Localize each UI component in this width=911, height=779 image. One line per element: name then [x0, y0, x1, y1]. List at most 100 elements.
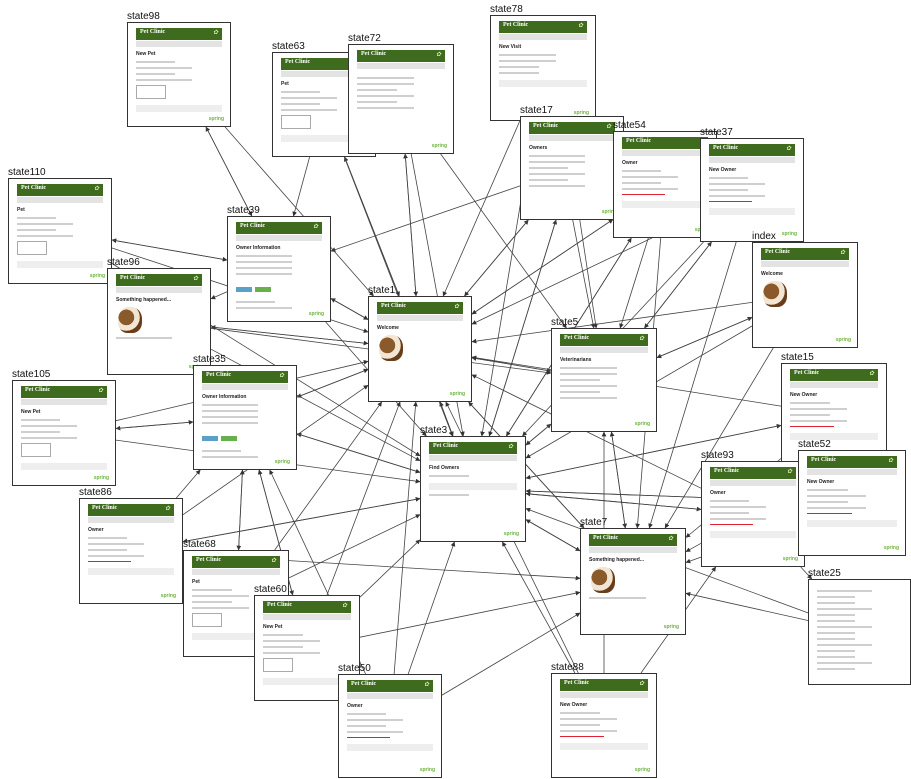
nav-bar [116, 287, 202, 293]
node-label: state5 [551, 317, 579, 328]
nav-bar [790, 382, 878, 388]
type-select [192, 613, 222, 627]
pet-logo-icon: ✿ [868, 371, 874, 377]
page-content: Pet [17, 207, 103, 268]
trace-line [817, 644, 873, 646]
spring-logo: spring [449, 391, 465, 397]
header-title: Pet Clinic [240, 223, 266, 229]
header-title: Pet Clinic [206, 372, 232, 378]
header-title: Pet Clinic [503, 22, 529, 28]
page-content: Owner Information [236, 245, 322, 313]
petclinic-header: Pet Clinic✿ [17, 184, 103, 196]
form-row [499, 54, 557, 56]
form-row [357, 83, 415, 85]
edge-state86-to-state35 [175, 469, 201, 499]
header-title: Pet Clinic [361, 51, 387, 57]
edge-state35-to-state1 [296, 368, 369, 398]
pet-logo-icon: ✿ [341, 603, 347, 609]
edge-state50-to-state1 [393, 401, 418, 675]
trace-line [817, 632, 856, 634]
page-content: New Owner [709, 167, 795, 215]
form-row [136, 73, 175, 75]
nav-bar [709, 157, 795, 163]
edge-state54-to-state1 [471, 219, 614, 315]
spring-logo: spring [601, 209, 617, 215]
submit-bar [499, 80, 587, 87]
form-row [357, 89, 397, 91]
page-heading: Something happened... [116, 297, 172, 303]
form-row [202, 416, 258, 418]
state-node-state96[interactable]: Pet Clinic✿Something happened...spring [107, 268, 211, 375]
edge-state93-to-state7 [685, 542, 702, 553]
state-node-state72[interactable]: Pet Clinic✿spring [348, 44, 454, 154]
form-row [347, 713, 386, 715]
submit-bar [709, 208, 795, 215]
nav-bar [202, 384, 288, 390]
petclinic-header: Pet Clinic✿ [377, 302, 463, 314]
pet-logo-icon: ✿ [786, 469, 792, 475]
pet-logo-icon: ✿ [192, 276, 198, 282]
page-content: Find Owners [429, 465, 517, 500]
page-content: New Owner [560, 702, 648, 750]
edge-state72-to-state1 [404, 153, 419, 297]
page-heading: Owner [347, 703, 363, 709]
nav-bar [357, 63, 445, 69]
edge-state63-to-state39 [292, 156, 310, 217]
header-title: Pet Clinic [351, 681, 377, 687]
trace-line [817, 662, 873, 664]
form-row [499, 72, 539, 74]
nav-bar [710, 480, 796, 486]
petclinic-header: Pet Clinic✿ [807, 456, 897, 468]
node-label: state86 [79, 487, 112, 498]
trace-line [817, 596, 856, 598]
state-node-state25[interactable] [808, 579, 911, 685]
pet-logo-icon: ✿ [839, 250, 845, 256]
header-title: Pet Clinic [765, 249, 791, 255]
edge-state7-to-state1 [468, 401, 585, 529]
edge-state110-to-state39 [111, 239, 228, 262]
spring-logo: spring [835, 337, 851, 343]
header-title: Pet Clinic [285, 59, 311, 65]
submit-bar [347, 744, 433, 751]
edge-state98-to-state39 [205, 126, 253, 217]
edge-state5-to-state3 [525, 423, 552, 446]
form-row [202, 456, 258, 458]
spring-logo: spring [419, 767, 435, 773]
spring-logo: spring [93, 475, 109, 481]
state-node-state7[interactable]: Pet Clinic✿Something happened...spring [580, 528, 686, 635]
form-row [807, 489, 848, 491]
node-label: state17 [520, 105, 553, 116]
state-node-index[interactable]: Pet Clinic ✿ Welcome spring [752, 242, 858, 348]
header-title: Pet Clinic [533, 123, 559, 129]
form-row [790, 420, 848, 422]
petclinic-header: Pet Clinic✿ [116, 274, 202, 286]
form-row [622, 170, 661, 172]
petclinic-header: Pet Clinic✿ [790, 369, 878, 381]
pet-logo-icon: ✿ [667, 536, 673, 542]
edge-state105-to-state35 [115, 419, 194, 429]
form-row [790, 426, 834, 427]
form-row [357, 77, 415, 79]
edge-state17-to-state39 [330, 185, 521, 252]
page-content: Welcome [761, 271, 849, 307]
spring-logo: spring [274, 459, 290, 465]
spring-logo: spring [781, 231, 797, 237]
find-button-bar [429, 483, 517, 490]
